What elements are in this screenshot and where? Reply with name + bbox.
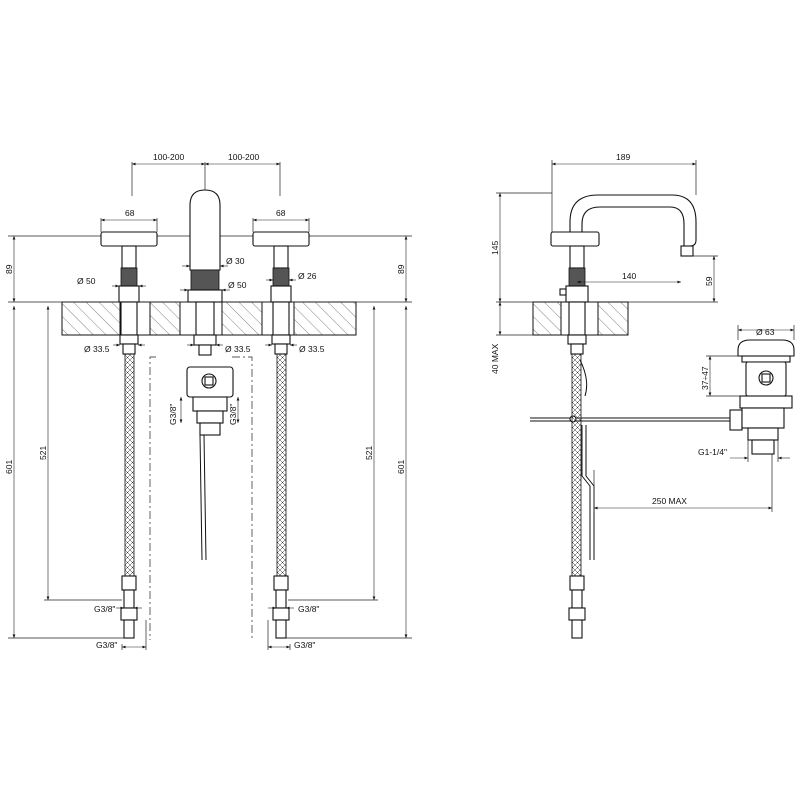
side-view: 189 145 40 MAX 140 59 250 MAX <box>490 152 773 639</box>
right-shank-label: Ø 33.5 <box>299 344 325 354</box>
left-cross-handle <box>100 231 158 247</box>
left-shank-label: Ø 33.5 <box>84 344 110 354</box>
cap-diameter-label: Ø 63 <box>756 327 775 337</box>
left-handle-width-label: 68 <box>125 208 135 218</box>
right-stem-diameter-label: Ø 26 <box>298 271 317 281</box>
right-cross-handle <box>252 231 310 247</box>
left-base-diameter-label: Ø 50 <box>77 276 96 286</box>
front-view: 100-200 100-200 68 68 Ø 50 Ø 30 Ø 50 Ø 2… <box>4 152 412 650</box>
drain-cap <box>737 339 795 357</box>
side-hose <box>571 353 582 577</box>
side-deck-left <box>532 301 562 336</box>
right-knurl <box>272 267 290 287</box>
spacing-right-label: 100-200 <box>228 152 259 162</box>
middle-shank-label: Ø 33.5 <box>225 344 251 354</box>
side-handle <box>550 231 600 247</box>
center-spout <box>186 189 234 561</box>
right-inner-length-label: 521 <box>364 446 374 460</box>
height-range-label: 37÷47 <box>700 366 710 390</box>
side-knurl <box>568 267 586 287</box>
left-knurl <box>120 267 138 287</box>
drain-thread-right-label: G3/8" <box>228 404 238 425</box>
right-total-length-label: 601 <box>396 460 406 474</box>
right-hose-thread-upper-label: G3/8" <box>298 604 319 614</box>
spout-projection-label: 140 <box>622 271 636 281</box>
right-handle-width-label: 68 <box>276 208 286 218</box>
rod-length-label: 250 MAX <box>652 496 687 506</box>
spout-base-diameter-label: Ø 50 <box>228 280 247 290</box>
left-inner-length-label: 521 <box>38 446 48 460</box>
drain-thread-left-label: G3/8" <box>168 404 178 425</box>
left-total-length-label: 601 <box>4 460 14 474</box>
deck-section-right <box>293 301 357 336</box>
right-valve <box>252 231 310 639</box>
deck-section-mid2 <box>221 301 263 336</box>
spout-knurl <box>190 269 220 291</box>
left-hose-thread-lower-label: G3/8" <box>96 640 117 650</box>
side-spout <box>569 194 697 247</box>
drain-detail: Ø 63 37÷47 G1-1/4" <box>698 325 795 462</box>
deck-thickness-label: 40 MAX <box>490 343 500 374</box>
spacing-left-label: 100-200 <box>153 152 184 162</box>
left-height-label: 89 <box>4 264 14 274</box>
spout-clearance-label: 59 <box>704 276 714 286</box>
reach-label: 189 <box>616 152 630 162</box>
drain-thread-label: G1-1/4" <box>698 447 727 457</box>
right-hose-thread-lower-label: G3/8" <box>294 640 315 650</box>
left-valve <box>100 231 158 639</box>
spout-diameter-label: Ø 30 <box>226 256 245 266</box>
left-hose-thread-upper-label: G3/8" <box>94 604 115 614</box>
height-label: 145 <box>490 241 500 255</box>
deck-section-mid <box>149 301 181 336</box>
right-height-label: 89 <box>396 264 406 274</box>
deck-section-left <box>61 301 121 336</box>
side-deck-right <box>597 301 629 336</box>
spout-body <box>189 189 221 271</box>
left-hose <box>124 353 135 577</box>
right-hose <box>276 353 287 577</box>
